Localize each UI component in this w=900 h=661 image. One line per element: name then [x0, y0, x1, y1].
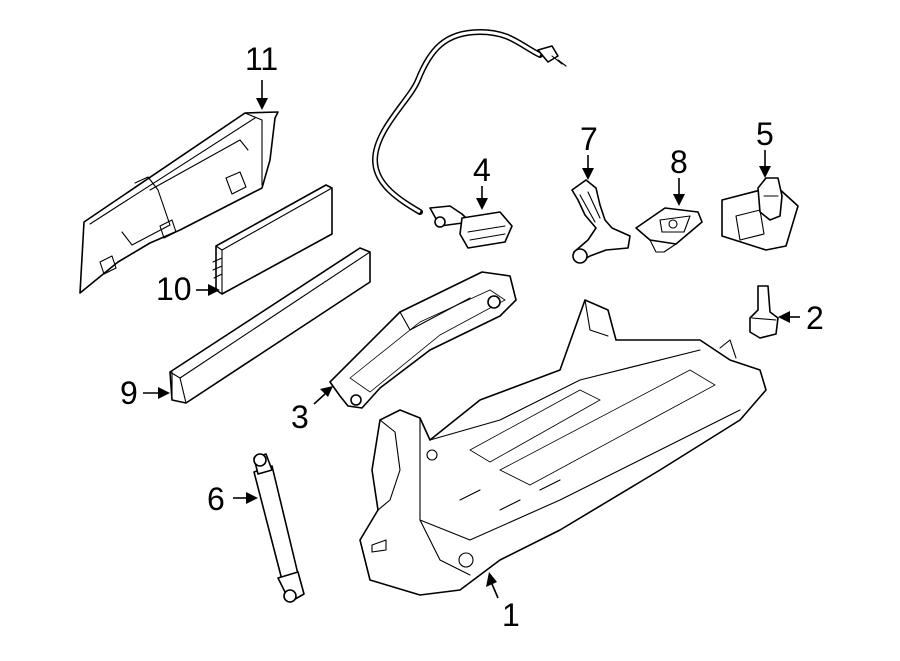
part-7-latch-rod [571, 179, 631, 264]
callout-1: 1 [502, 597, 520, 633]
callout-6: 6 [207, 481, 225, 517]
part-11-trim-panel [79, 111, 279, 294]
callout-labels: 11 10 9 3 6 4 7 8 5 2 1 [120, 41, 824, 633]
callout-8: 8 [670, 144, 688, 180]
callout-10: 10 [156, 271, 192, 307]
part-3-hinge-bracket [329, 271, 517, 409]
callout-5: 5 [756, 116, 774, 152]
part-4-release-cable [372, 29, 567, 249]
part-8-latch-bracket [635, 207, 703, 253]
callout-11: 11 [245, 41, 278, 77]
callout-4: 4 [473, 152, 491, 188]
callout-2: 2 [806, 300, 824, 336]
part-6-damper-strut [253, 453, 305, 603]
callout-7: 7 [580, 121, 598, 157]
leader-lines [143, 80, 800, 599]
part-5-striker-plate [721, 177, 799, 251]
part-2-bumper [749, 285, 779, 339]
part-1-glove-box-housing [359, 299, 767, 596]
part-9-seal-strip [169, 247, 371, 404]
callout-9: 9 [120, 375, 138, 411]
callout-3: 3 [291, 399, 309, 435]
